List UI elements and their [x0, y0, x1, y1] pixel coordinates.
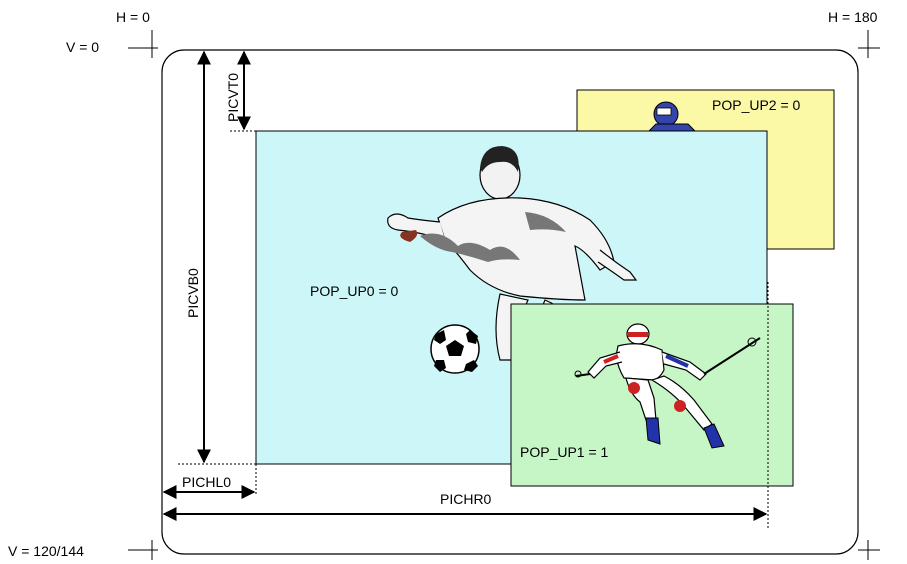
v-end-label: V = 120/144: [8, 543, 84, 559]
h-start-label: H = 0: [116, 9, 150, 25]
popup2-label: POP_UP2 = 0: [712, 97, 801, 113]
soccer-ball-icon: [430, 324, 480, 374]
pichl0-label: PICHL0: [182, 474, 231, 490]
picvb0-label: PICVB0: [185, 268, 201, 318]
v-start-label: V = 0: [66, 39, 99, 55]
pichr0-label: PICHR0: [440, 491, 492, 507]
h-end-label: H = 180: [828, 9, 878, 25]
football-player-icon: [646, 101, 698, 133]
picvt0-label: PICVT0: [225, 73, 241, 122]
popup1-label: POP_UP1 = 1: [520, 444, 609, 460]
skier-icon: [574, 323, 761, 449]
popup0-label: POP_UP0 = 0: [310, 283, 399, 299]
